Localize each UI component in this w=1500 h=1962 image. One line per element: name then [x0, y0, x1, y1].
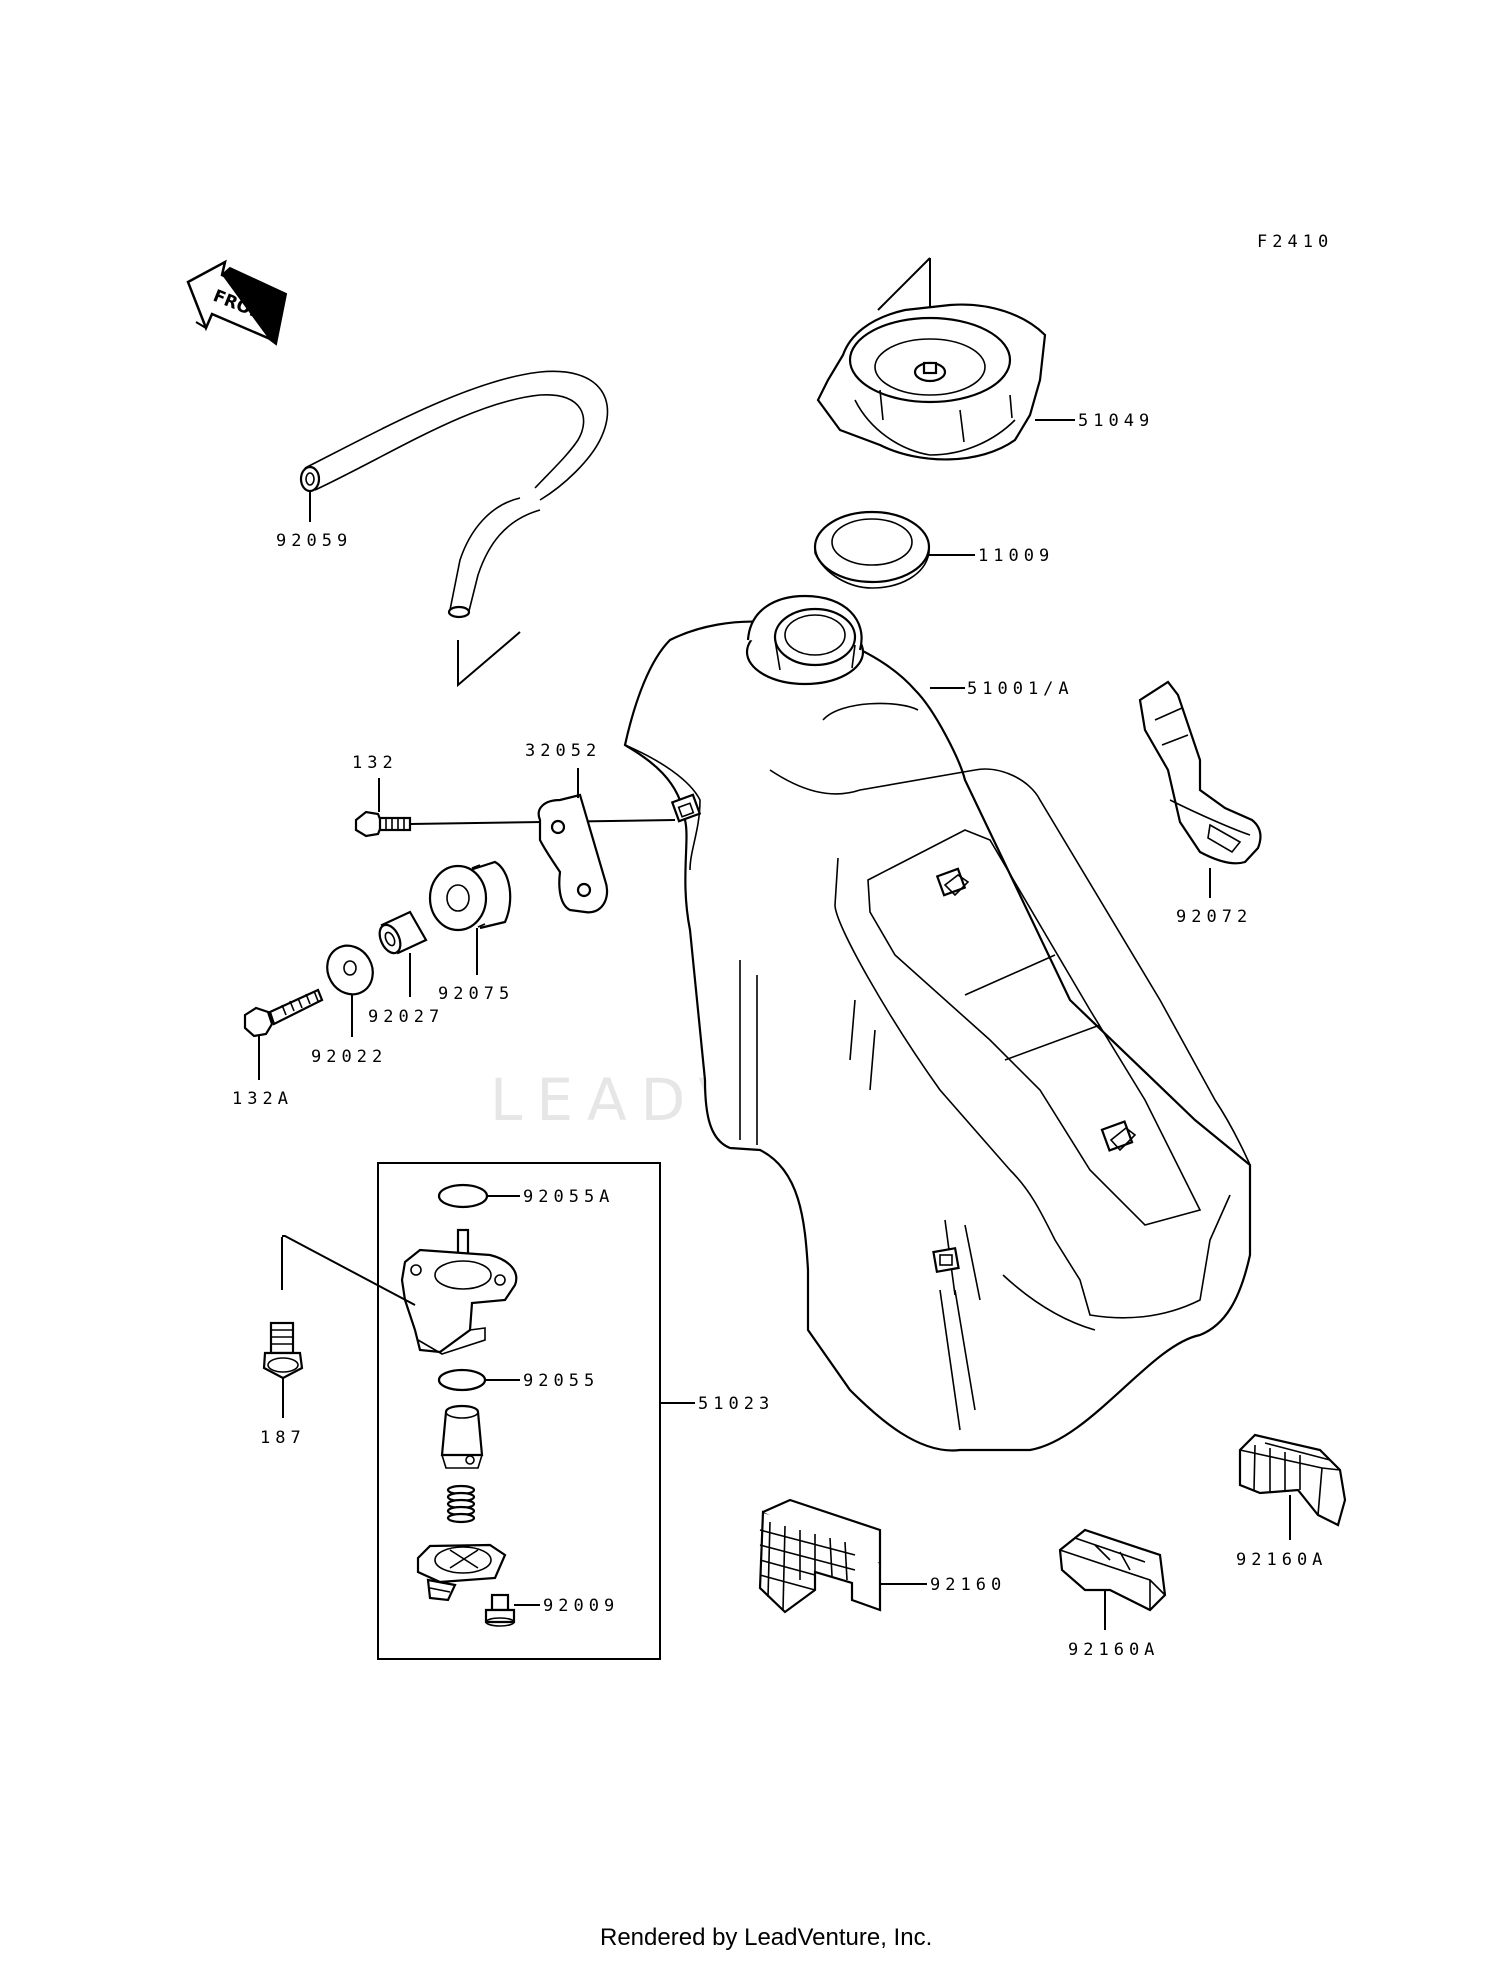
fuel-tank	[623, 594, 1252, 1452]
damper-92075	[428, 860, 512, 932]
part-label-92160a-center: 92160A	[1068, 1640, 1159, 1660]
part-label-92075: 92075	[438, 984, 514, 1004]
part-label-51001a: 51001/A	[967, 679, 1074, 699]
footer-credit: Rendered by LeadVenture, Inc.	[600, 1924, 932, 1951]
bolt-132a	[243, 988, 324, 1038]
part-label-92160a-right: 92160A	[1236, 1550, 1327, 1570]
bolt-132	[354, 810, 412, 838]
part-label-132a: 132A	[232, 1089, 293, 1109]
part-label-92022: 92022	[311, 1047, 387, 1067]
part-label-92055: 92055	[523, 1371, 599, 1391]
cap-gasket	[813, 510, 931, 589]
breather-hose	[299, 370, 609, 688]
part-label-51049: 51049	[1078, 411, 1154, 431]
screw-92009	[484, 1593, 516, 1627]
part-label-92027: 92027	[368, 1007, 444, 1027]
tank-strap	[1138, 680, 1262, 865]
diagram-code: F2410	[1257, 232, 1333, 252]
bolt-187	[262, 1321, 304, 1380]
part-label-187: 187	[260, 1428, 306, 1448]
part-label-92055a: 92055A	[523, 1187, 614, 1207]
part-label-51023: 51023	[698, 1394, 774, 1414]
washer-92022	[326, 944, 374, 996]
leader-fuel-cock-bolt	[281, 1235, 416, 1306]
oring-92055a	[437, 1183, 489, 1209]
front-arrow-icon: FRONT	[186, 259, 288, 346]
part-label-32052: 32052	[525, 741, 601, 761]
part-label-11009: 11009	[978, 546, 1054, 566]
part-label-92072: 92072	[1176, 907, 1252, 927]
pad-92160	[758, 1498, 882, 1614]
fuel-cock-lever	[416, 1543, 507, 1602]
collar-92027	[378, 910, 428, 955]
fuel-cock-body	[400, 1228, 518, 1355]
part-label-92059: 92059	[276, 531, 352, 551]
valve-plug	[440, 1404, 484, 1469]
pad-92160a-right	[1238, 1433, 1347, 1527]
spring	[446, 1484, 476, 1524]
fuel-cock-assembly-box	[377, 1162, 661, 1660]
oring-92055	[437, 1368, 487, 1392]
bracket-32052	[537, 793, 609, 914]
part-label-132: 132	[352, 753, 398, 773]
part-label-92009: 92009	[543, 1596, 619, 1616]
pad-92160a-center	[1058, 1528, 1167, 1612]
fuel-cap	[816, 257, 1047, 461]
part-label-92160: 92160	[930, 1575, 1006, 1595]
